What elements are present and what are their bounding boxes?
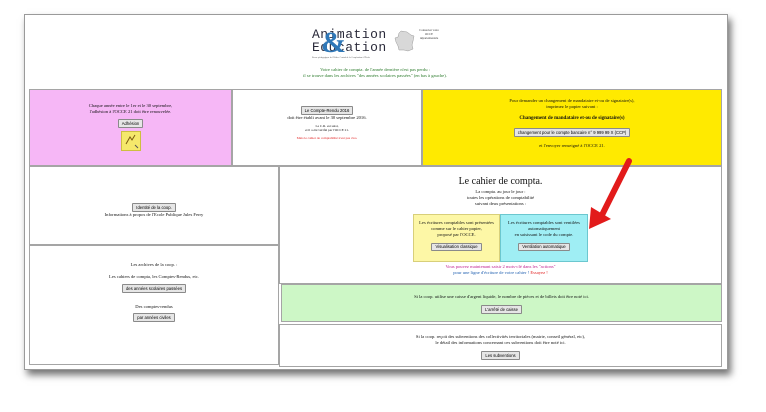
logo-subtitle: Revue pédagogique de l'Office Central de… [312, 57, 371, 59]
red-arrow-icon [589, 158, 632, 229]
compte-rendu-status-1: Le C.R. est saisi, [315, 123, 339, 128]
changement-compte-button[interactable]: changement pour le compte bancaire n° 9 … [513, 128, 631, 137]
subventions-text-1: Si la coop. reçoit des subventions des c… [415, 334, 586, 339]
page-frame: Animation Education & Revue pédagogique … [24, 14, 728, 370]
adhesion-panel: Chaque année entre le 1er et le 30 septe… [29, 89, 232, 166]
essayez-link[interactable]: Essayez ! [530, 270, 548, 276]
occe-connect-note[interactable]: Connectez votre OCCE départementale [419, 28, 439, 40]
mandataire-text-1: Pour demander un changement de mandatair… [509, 98, 635, 103]
subventions-text-2: le détail des informations concernant ce… [435, 340, 566, 346]
identite-panel: Identité de la coop. Informations à prop… [29, 166, 279, 245]
compte-rendu-button[interactable]: Le Compte-Rendu 2016 [300, 106, 354, 115]
cahier-title: Le cahier de compta. [458, 176, 543, 187]
annees-scolaires-button[interactable]: des années scolaires passées [121, 284, 187, 294]
cahier-line1: La compta. au jour le jour : [475, 188, 526, 194]
intro-line2: il se trouve dans les archives "des anné… [303, 73, 447, 79]
compte-rendu-panel: Le Compte-Rendu 2016 doit être établi av… [232, 89, 422, 166]
compte-rendu-warning: Mais le cahier de comptabilité n'est pas… [296, 136, 358, 141]
subventions-panel: Si la coop. reçoit des subventions des c… [279, 324, 722, 367]
archives-line1: Les archives de la coop. : [130, 262, 178, 267]
caisse-panel: Si la coop. utilise une caisse d'argent … [281, 284, 722, 322]
caisse-text: Si la coop. utilise une caisse d'argent … [414, 294, 589, 299]
logo-line1: Animation [312, 27, 387, 42]
cahier-panel: Le cahier de compta. La compta. au jour … [279, 166, 722, 284]
cahier-line3: suivant deux présentations : [474, 200, 527, 206]
mandataire-heading: Changement de mandataire et-ou de signat… [519, 116, 625, 122]
archives-panel: Les archives de la coop. : Les cahiers d… [29, 245, 279, 365]
subventions-button[interactable]: Les subventions [481, 351, 520, 361]
cahier-footer-2a: pour une ligne d'écriture de votre cahie… [453, 270, 530, 276]
ventilation-automatique-button[interactable]: Ventilation automatique [518, 242, 570, 252]
classique-text-1: Les écritures comptables sont présentées [419, 220, 494, 225]
classique-option: Les écritures comptables sont présentées… [413, 214, 500, 262]
logo-ampersand: & [321, 26, 346, 59]
intro-line1: Votre cahier de compta. de l'année derni… [320, 67, 430, 72]
mandataire-panel: Pour demander un changement de mandatair… [422, 89, 722, 166]
identite-text: Informations à propos de l'Ecole Publiqu… [104, 211, 204, 217]
cahier-line2: toutes les opérations de comptabilité [466, 194, 535, 200]
intro-message: Votre cahier de compta. de l'année derni… [225, 67, 525, 80]
archives-line3: Des comptes-rendus [135, 304, 173, 310]
adhesion-button[interactable]: Adhésion [117, 119, 144, 129]
classique-text-3: proposé par l'OCCE. [437, 232, 476, 238]
logo-line2: Education [312, 40, 387, 55]
ventilation-option: Les écritures comptables sont ventilées … [500, 214, 588, 262]
cahier-footer: Vous pouvez maintenant saisir 2 mots-clé… [280, 264, 721, 276]
animation-education-logo[interactable]: Animation Education & Revue pédagogique … [308, 26, 388, 63]
visualisation-classique-button[interactable]: Visualisation classique [431, 242, 482, 252]
arrete-de-caisse-button[interactable]: L'arrêté de caisse [481, 305, 522, 314]
ventilation-text-2: automatiquement [528, 226, 560, 232]
cahier-footer-1: Vous pouvez maintenant saisir 2 mots-clé… [445, 264, 556, 269]
mandataire-text-3: et l'envoyer renseigné à l'OCCE 21. [539, 142, 605, 148]
ventilation-text-1: Les écritures comptables sont ventilées [508, 220, 580, 225]
annees-civiles-button[interactable]: par années civiles [133, 313, 175, 322]
adhesion-text-1: Chaque année entre le 1er et le 30 septe… [88, 103, 173, 108]
compte-rendu-deadline: doit être établi avant le 30 septembre 2… [287, 114, 367, 120]
archives-line2: Les cahiers de compta, les Comptes-Rendu… [109, 274, 199, 280]
classique-text-2: comme sur le cahier papier, [431, 226, 482, 232]
mandataire-text-2: imprimez le papier suivant : [546, 104, 598, 110]
ventilation-text-3: en saisissant le code du compte. [514, 232, 574, 238]
cahier-footer-2: pour une ligne d'écriture de votre cahie… [280, 270, 721, 276]
identite-button[interactable]: Identité de la coop. [132, 203, 176, 212]
france-map-icon[interactable] [393, 29, 417, 53]
compte-rendu-status-2: et il a été vérifié par l'OCCE 21. [305, 128, 349, 133]
sticky-note-icon [120, 131, 141, 152]
adhesion-text-2: l'adhésion à l'OCCE 21 doit être renouve… [89, 109, 172, 115]
